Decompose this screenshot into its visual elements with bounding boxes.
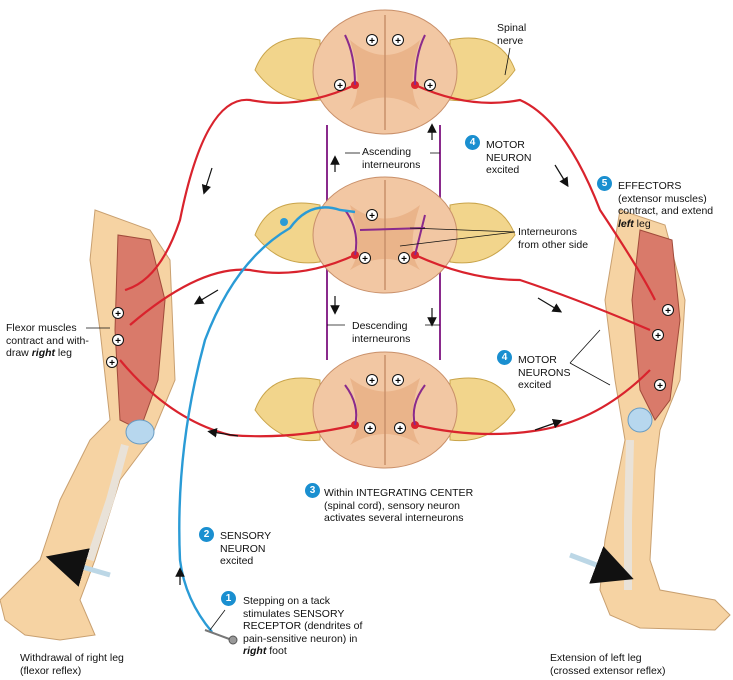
svg-text:+: +	[395, 36, 401, 47]
svg-text:+: +	[115, 309, 121, 320]
sensory-cell-body	[280, 218, 288, 226]
flow-arrows	[175, 123, 569, 585]
spinal-nerve-label: Spinal nerve	[497, 22, 527, 47]
svg-text:+: +	[362, 254, 368, 265]
step-4-text-bottom: MOTOR NEURONS excited	[518, 354, 571, 391]
svg-text:+: +	[655, 331, 661, 342]
step-5-badge: 5	[597, 176, 612, 191]
step-5-text: EFFECTORS (extensor muscles) contract, a…	[618, 180, 714, 230]
flexor-muscles-label: Flexor muscles contract and with- draw r…	[6, 322, 89, 359]
svg-text:+: +	[395, 376, 401, 387]
svg-text:+: +	[367, 424, 373, 435]
step-4-text-top: MOTOR NEURON excited	[486, 139, 532, 176]
step-2-badge: 2	[199, 527, 214, 542]
interneurons-other-side-label: Interneurons from other side	[518, 226, 589, 251]
svg-text:+: +	[369, 36, 375, 47]
left-leg	[599, 209, 731, 631]
step-3-text: Within INTEGRATING CENTER (spinal cord),…	[324, 487, 474, 524]
ascending-interneurons-label: Ascending interneurons	[362, 146, 421, 171]
right-leg	[0, 209, 176, 641]
spinal-cord-bottom	[254, 351, 516, 469]
svg-text:+: +	[115, 336, 121, 347]
svg-text:+: +	[401, 254, 407, 265]
extension-caption: Extension of left leg (crossed extensor …	[550, 652, 666, 677]
plus-markers: + + + + + + + + + + + + + + + + +	[106, 34, 674, 435]
step-1-badge: 1	[221, 591, 236, 606]
svg-text:+: +	[397, 424, 403, 435]
svg-text:+: +	[109, 358, 115, 369]
svg-text:+: +	[427, 81, 433, 92]
svg-text:+: +	[369, 376, 375, 387]
step-4-badge-top: 4	[465, 135, 480, 150]
descending-interneurons-label: Descending interneurons	[352, 320, 411, 345]
svg-text:+: +	[657, 381, 663, 392]
withdraw-arrow	[45, 548, 111, 587]
motor-neurons	[119, 83, 656, 438]
step-2-text: SENSORY NEURON excited	[220, 530, 272, 567]
tack-icon	[204, 629, 238, 645]
extend-arrow	[569, 546, 634, 584]
svg-text:+: +	[369, 211, 375, 222]
leader-lines	[86, 47, 611, 631]
svg-text:+: +	[665, 306, 671, 317]
withdrawal-caption: Withdrawal of right leg (flexor reflex)	[20, 652, 124, 677]
interneurons	[344, 34, 426, 426]
step-3-badge: 3	[305, 483, 320, 498]
svg-text:+: +	[337, 81, 343, 92]
step-4-badge-bottom: 4	[497, 350, 512, 365]
spinal-cord-top	[254, 9, 516, 135]
step-1-text: Stepping on a tack stimulates SENSORY RE…	[243, 595, 363, 657]
